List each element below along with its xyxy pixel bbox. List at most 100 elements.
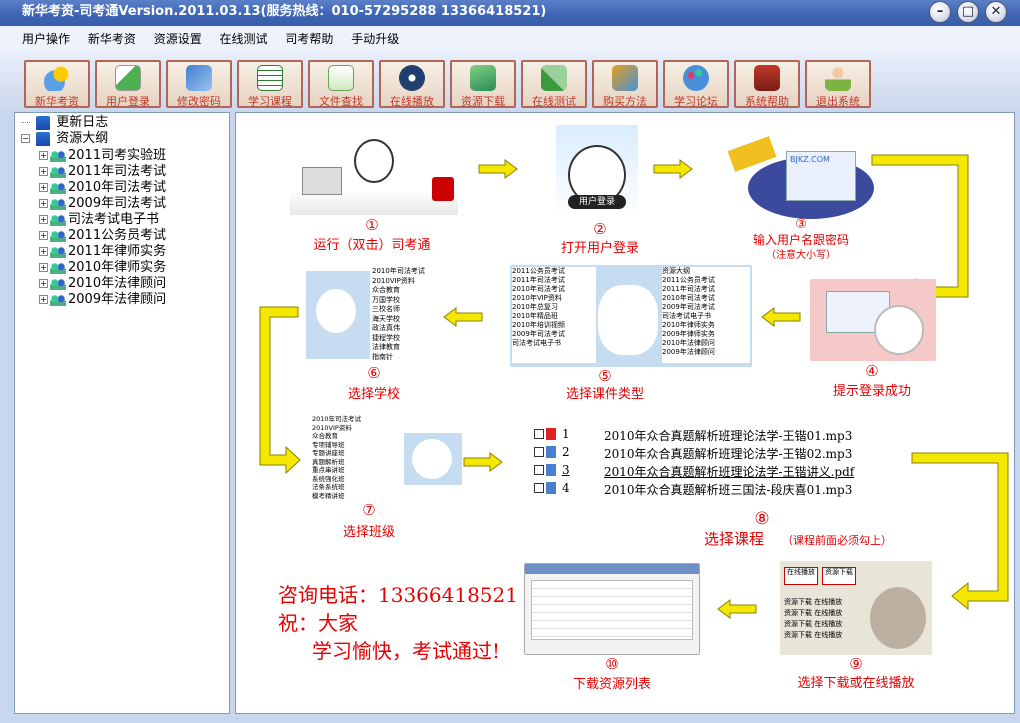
shopping-card-icon xyxy=(612,65,638,91)
tree-item-course[interactable]: +2011年律师实务 xyxy=(39,244,167,259)
expand-toggle[interactable]: + xyxy=(39,263,48,272)
group-icon xyxy=(50,149,66,162)
kiwi-bird-icon xyxy=(870,587,926,649)
step2-number: ② xyxy=(593,220,607,238)
download-button-thumb: 资源下载 xyxy=(822,567,856,585)
tree-item-course[interactable]: +2010年司法考试 xyxy=(39,180,167,195)
palette-icon xyxy=(683,65,709,91)
expand-toggle[interactable]: + xyxy=(39,167,48,176)
study-forum-button[interactable]: 学习论坛 xyxy=(663,60,729,108)
step4-illustration xyxy=(810,279,936,361)
step8-number: ⑧ xyxy=(754,509,770,529)
pane-splitter[interactable] xyxy=(230,112,234,714)
expand-toggle[interactable]: + xyxy=(39,231,48,240)
collapse-toggle[interactable]: − xyxy=(21,134,30,143)
checkbox[interactable] xyxy=(534,465,544,475)
study-course-button[interactable]: 学习课程 xyxy=(237,60,303,108)
expand-toggle[interactable]: + xyxy=(39,295,48,304)
group-icon xyxy=(50,197,66,210)
resource-tree: 更新日志 − 资源大纲 +2011司考实验班 +2011年司法考试 +2010年… xyxy=(14,112,230,714)
tree-item-course[interactable]: +2010年法律顾问 xyxy=(39,276,167,291)
close-button[interactable]: ✕ xyxy=(985,1,1007,23)
computer-icon xyxy=(302,167,342,195)
home-icon xyxy=(36,131,51,146)
resource-download-button[interactable]: 资源下载 xyxy=(450,60,516,108)
maximize-button[interactable]: □ xyxy=(957,1,979,23)
menu-xinhua[interactable]: 新华考资 xyxy=(87,32,136,46)
tree-item-syllabus[interactable]: − 资源大纲 xyxy=(21,131,109,146)
menu-online-test[interactable]: 在线测试 xyxy=(219,32,268,46)
tree-item-update-log[interactable]: 更新日志 xyxy=(21,115,108,131)
tree-item-course[interactable]: +2011公务员考试 xyxy=(39,228,167,243)
course-file-4[interactable]: 2010年众合真题解析班三国法-段庆喜01.mp3 xyxy=(604,483,853,497)
step1-number: ① xyxy=(365,216,379,234)
xinhua-button[interactable]: 新华考资 xyxy=(24,60,90,108)
online-test-button[interactable]: 在线测试 xyxy=(521,60,587,108)
status-bar xyxy=(0,714,1020,723)
step2-illustration: 用户登录 xyxy=(556,125,638,217)
group-icon xyxy=(50,261,66,274)
tree-item-course[interactable]: +2010年律师实务 xyxy=(39,260,167,275)
tree-item-course[interactable]: +2011司考实验班 xyxy=(39,148,167,163)
course-file-2[interactable]: 2010年众合真题解析班理论法学-王锴02.mp3 xyxy=(604,447,853,461)
arrow-left-icon xyxy=(761,307,801,327)
arrow-left-icon xyxy=(717,599,757,619)
contact-slogan: 学习愉快，考试通过! xyxy=(312,639,501,663)
checkbox[interactable] xyxy=(534,483,544,493)
tree-item-course[interactable]: +2009年法律顾问 xyxy=(39,292,167,307)
menu-resource-settings[interactable]: 资源设置 xyxy=(153,32,202,46)
minimize-button[interactable]: – xyxy=(929,1,951,23)
course-list: 1 2010年众合真题解析班理论法学-王锴01.mp3 2 2010年众合真题解… xyxy=(532,427,862,501)
expand-toggle[interactable]: + xyxy=(39,183,48,192)
step5-number: ⑤ xyxy=(598,367,612,385)
exit-system-button[interactable]: 退出系统 xyxy=(805,60,871,108)
action-table-thumb: 资源下载 在线播放 资源下载 在线播放 资源下载 在线播放 资源下载 在线播放 xyxy=(784,598,843,639)
change-password-button[interactable]: 修改密码 xyxy=(166,60,232,108)
step7-number: ⑦ xyxy=(362,501,376,519)
step2-caption: 打开用户登录 xyxy=(560,241,640,256)
tree-item-course[interactable]: +2009年司法考试 xyxy=(39,196,167,211)
course-file-1[interactable]: 2010年众合真题解析班理论法学-王锴01.mp3 xyxy=(604,429,853,443)
home-icon xyxy=(36,115,51,130)
arrow-left-icon xyxy=(443,307,483,327)
system-help-button[interactable]: 系统帮助 xyxy=(734,60,800,108)
expand-toggle[interactable]: + xyxy=(39,279,48,288)
step9-illustration: 在线播放 资源下载 资源下载 在线播放 资源下载 在线播放 资源下载 在线播放 … xyxy=(780,561,932,655)
purchase-method-button[interactable]: 购买方法 xyxy=(592,60,658,108)
expand-toggle[interactable]: + xyxy=(39,247,48,256)
expand-toggle[interactable]: + xyxy=(39,215,48,224)
group-icon xyxy=(50,277,66,290)
step8-note: （课程前面必须勾上） xyxy=(782,534,892,547)
menu-upgrade[interactable]: 手动升级 xyxy=(351,32,400,46)
step8-caption: 选择课程 xyxy=(704,530,765,548)
step9-number: ⑨ xyxy=(849,655,863,673)
pdf-icon xyxy=(546,464,556,476)
download-list-thumb xyxy=(531,580,693,640)
checkbox[interactable] xyxy=(534,429,544,439)
exit-user-icon xyxy=(825,65,851,91)
user-login-button[interactable]: 用户登录 xyxy=(95,60,161,108)
mp3-icon xyxy=(546,446,556,458)
test-pencil-icon xyxy=(541,65,567,91)
file-search-button[interactable]: 文件查找 xyxy=(308,60,374,108)
tree-item-course[interactable]: +2011年司法考试 xyxy=(39,164,167,179)
step3-caption: 输入用户名跟密码 xyxy=(752,233,850,247)
online-play-button[interactable]: 在线播放 xyxy=(379,60,445,108)
expand-toggle[interactable]: + xyxy=(39,151,48,160)
group-icon xyxy=(50,213,66,226)
expand-toggle[interactable]: + xyxy=(39,199,48,208)
group-icon xyxy=(50,229,66,242)
menu-help[interactable]: 司考帮助 xyxy=(285,32,334,46)
course-file-3[interactable]: 2010年众合真题解析班理论法学-王锴讲义.pdf xyxy=(604,465,855,479)
tree-item-course[interactable]: +司法考试电子书 xyxy=(39,212,160,227)
checkbox[interactable] xyxy=(534,447,544,457)
contact-wish: 祝：大家 xyxy=(278,611,358,635)
group-icon xyxy=(50,165,66,178)
menu-user-ops[interactable]: 用户操作 xyxy=(22,32,71,46)
toolbar: 新华考资 用户登录 修改密码 学习课程 文件查找 在线播放 资源下载 在线测试 … xyxy=(0,52,1020,110)
